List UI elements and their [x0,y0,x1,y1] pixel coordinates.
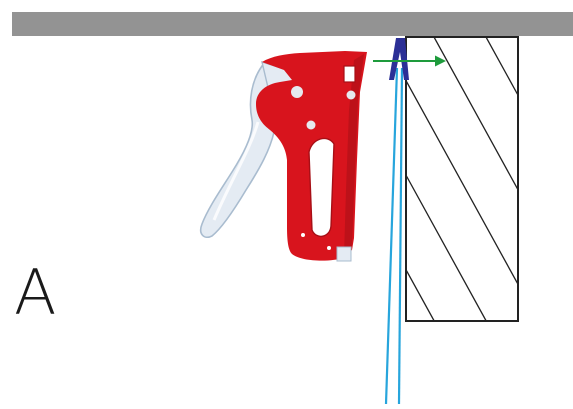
stapler-pivot-hole [291,86,303,98]
stapler-rivet-lower [301,233,305,237]
staple-gun-icon [199,51,367,262]
stapler-rivet-top [346,90,356,100]
cable-pair [384,67,404,405]
stapler-front-tab [336,246,352,262]
hatch-line [406,79,518,286]
ceiling-bar [12,12,573,36]
panel-label: A [14,256,57,329]
stapler-rivet-middle [306,120,316,130]
stapler-window [343,65,356,83]
hatch-line [485,37,518,97]
wall-hatching [406,37,573,321]
lever-highlight [212,121,260,221]
cable-right [397,67,404,405]
hatch-line [406,173,487,321]
cable-left [384,67,399,405]
grip-slot [308,137,335,237]
stapler-rivet-bottom [327,246,331,250]
wall-outline [405,36,519,322]
hatch-line [406,268,435,321]
arrow-right-icon [373,55,446,67]
staple-icon [389,38,409,80]
hatch-line [538,37,573,321]
hatch-line [433,37,518,192]
wall-block [405,36,573,322]
stapler-body-shade [344,54,364,256]
